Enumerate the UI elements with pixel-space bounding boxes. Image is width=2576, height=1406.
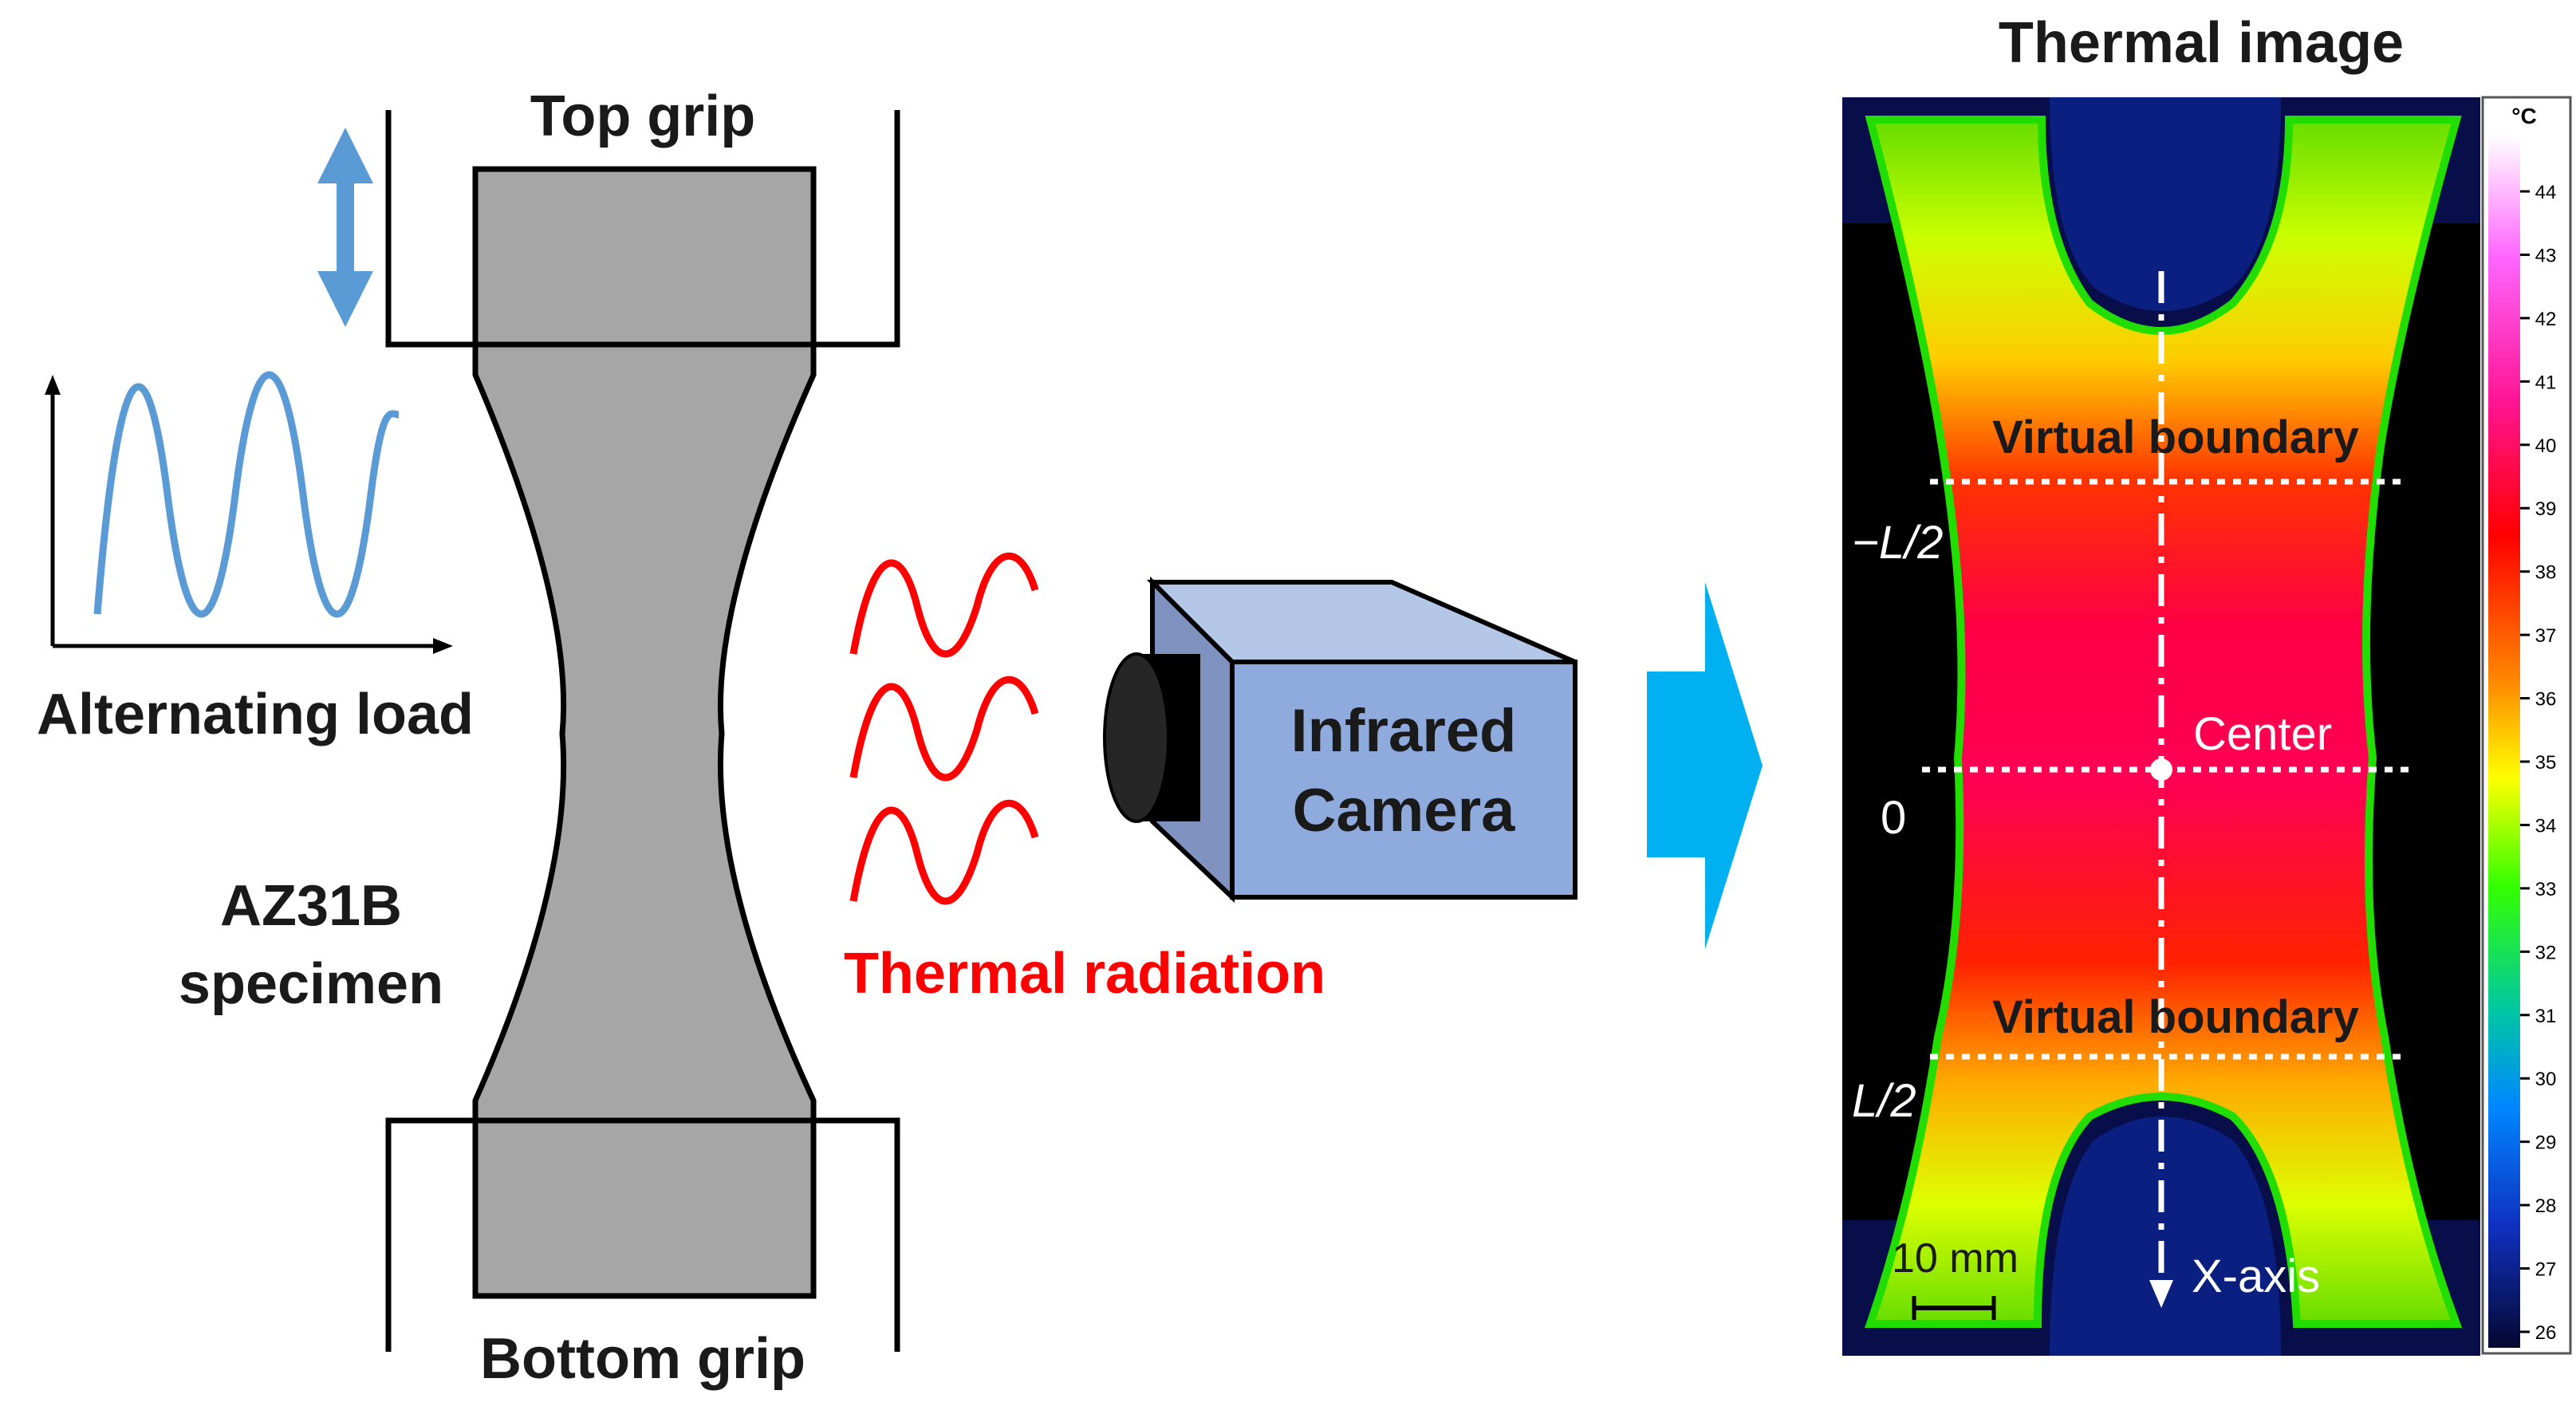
colorbar-tick-label: 41: [2535, 372, 2557, 393]
specimen-label-line1: AZ31B: [220, 874, 402, 938]
colorbar-tick-label: 34: [2535, 815, 2557, 837]
load-label: Alternating load: [37, 683, 474, 746]
scale-bar: [1912, 1296, 1996, 1320]
lower-boundary-label: Virtual boundary: [1992, 991, 2359, 1043]
bottom-grip-label: Bottom grip: [480, 1327, 805, 1391]
transition-arrow-icon: [1647, 582, 1763, 949]
thermal-radiation-waves: [849, 552, 1039, 905]
colorbar-tick-label: 40: [2535, 435, 2557, 457]
colorbar-tick-label: 43: [2535, 245, 2557, 266]
camera-icon: [1103, 576, 1578, 903]
colorbar-tick-label: 38: [2535, 562, 2557, 584]
upper-boundary-label: Virtual boundary: [1992, 412, 2359, 463]
colorbar-tick-label: 30: [2535, 1069, 2557, 1090]
scale-bar-label: 10 mm: [1892, 1235, 2019, 1282]
x-axis-label: X-axis: [2192, 1250, 2320, 1302]
camera-label-line2: Camera: [1293, 777, 1516, 845]
colorbar-tick-label: 42: [2535, 309, 2557, 330]
colorbar-tick-label: 28: [2535, 1195, 2557, 1217]
double-arrow-icon: [317, 128, 373, 327]
camera-label-line1: Infrared: [1291, 697, 1517, 765]
colorbar-tick-label: 39: [2535, 498, 2557, 520]
colorbar-tick-label: 37: [2535, 625, 2557, 647]
top-grip-label: Top grip: [530, 85, 756, 148]
radiation-label: Thermal radiation: [844, 942, 1325, 1006]
x-axis-arrow-icon: [2149, 1280, 2173, 1308]
colorbar-tick-label: 32: [2535, 942, 2557, 963]
colorbar-ticks: 44 43 42 41 40 39 38 37 36 35 34 33 32 31 30 29 28 27 26: [2520, 182, 2556, 1344]
colorbar: °C: [2481, 96, 2572, 1355]
colorbar-tick-label: 35: [2535, 752, 2557, 774]
colorbar-tick-label: 33: [2535, 879, 2557, 900]
specimen-label-line2: specimen: [179, 952, 443, 1016]
colorbar-tick-label: 29: [2535, 1132, 2557, 1154]
load-plot: [45, 371, 453, 654]
colorbar-tick-label: 36: [2535, 689, 2557, 711]
position-minus-half: −L/2: [1852, 517, 1944, 569]
colorbar-tick-label: 26: [2535, 1322, 2557, 1344]
colorbar-tick-label: 27: [2535, 1259, 2557, 1281]
position-zero: 0: [1881, 792, 1906, 844]
sine-wave: [93, 371, 400, 618]
position-half: L/2: [1852, 1075, 1916, 1127]
center-dot: [2150, 758, 2172, 781]
colorbar-unit: °C: [2511, 104, 2536, 128]
thermal-image-title: Thermal image: [1999, 11, 2404, 75]
center-label: Center: [2193, 708, 2332, 760]
colorbar-tick-label: 44: [2535, 182, 2557, 203]
colorbar-tick-label: 31: [2535, 1006, 2557, 1027]
specimen: [472, 166, 817, 1299]
